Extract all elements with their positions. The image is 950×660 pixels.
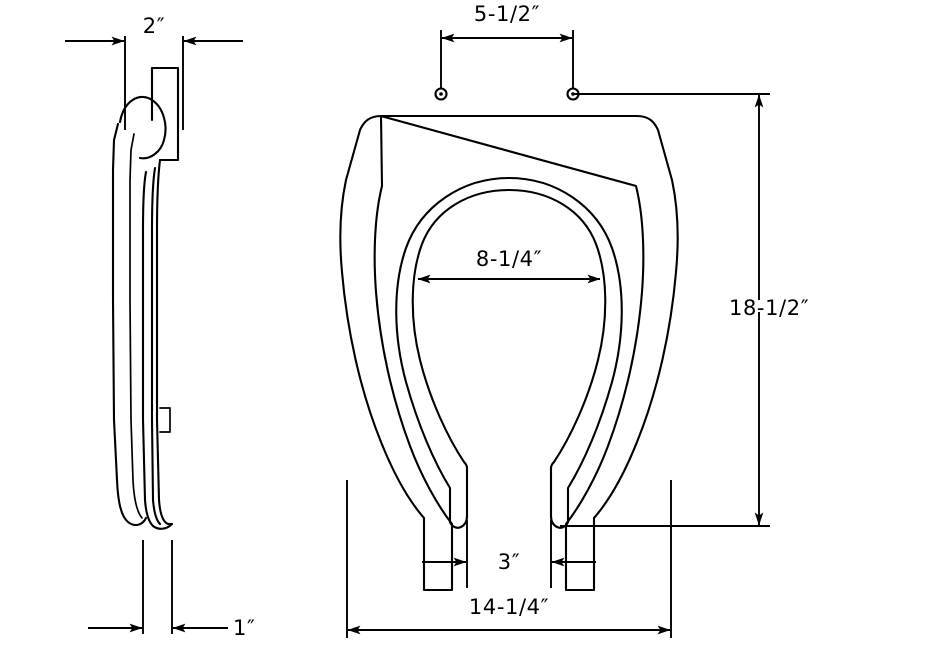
dimension-opening-width: 8-1/4″ — [417, 247, 601, 284]
dimension-side-thickness: 1″ — [88, 540, 255, 640]
hinge-knuckle-profile — [118, 95, 167, 160]
dim-label-front-gap: 3″ — [498, 550, 520, 574]
dim-label-side-depth: 2″ — [143, 14, 165, 38]
dimension-front-gap: 3″ — [422, 520, 596, 588]
dim-label-overall-length: 18-1/2″ — [729, 296, 809, 320]
seat-outer-contour-left — [339, 114, 454, 592]
seat-inner-opening-left — [395, 176, 511, 529]
seat-bumper-detail — [159, 407, 171, 433]
dimension-overall-width: 14-1/4″ — [346, 480, 672, 638]
dim-label-side-thickness: 1″ — [233, 616, 255, 640]
seat-inner-opening — [507, 176, 623, 529]
dim-label-opening-width: 8-1/4″ — [476, 247, 542, 271]
hinge-hole-left-center — [439, 92, 443, 96]
seat-slab-left-edge — [141, 170, 155, 528]
side-profile-view: 2″ 1″ — [65, 14, 255, 640]
dimension-hinge-hole-spacing: 5-1/2″ — [440, 2, 574, 88]
seat-rim-outer-profile — [111, 122, 148, 527]
dim-label-overall-width: 14-1/4″ — [469, 595, 549, 619]
seat-outer-contour — [379, 114, 679, 592]
seat-slab-right-edge — [150, 166, 162, 526]
hinge-hole-left — [434, 87, 448, 101]
seat-slab-bottom — [151, 522, 174, 530]
plan-top-view: 5-1/2″ 8-1/4″ 18-1/2″ — [339, 2, 809, 638]
seat-rim-inner-profile — [129, 133, 143, 519]
seat-slab-outer-face — [155, 158, 174, 526]
hinge-post-profile — [150, 66, 180, 162]
dim-label-hinge-hole-spacing: 5-1/2″ — [474, 2, 540, 26]
dimension-side-depth: 2″ — [65, 14, 243, 130]
dimension-overall-length: 18-1/2″ — [560, 93, 809, 527]
